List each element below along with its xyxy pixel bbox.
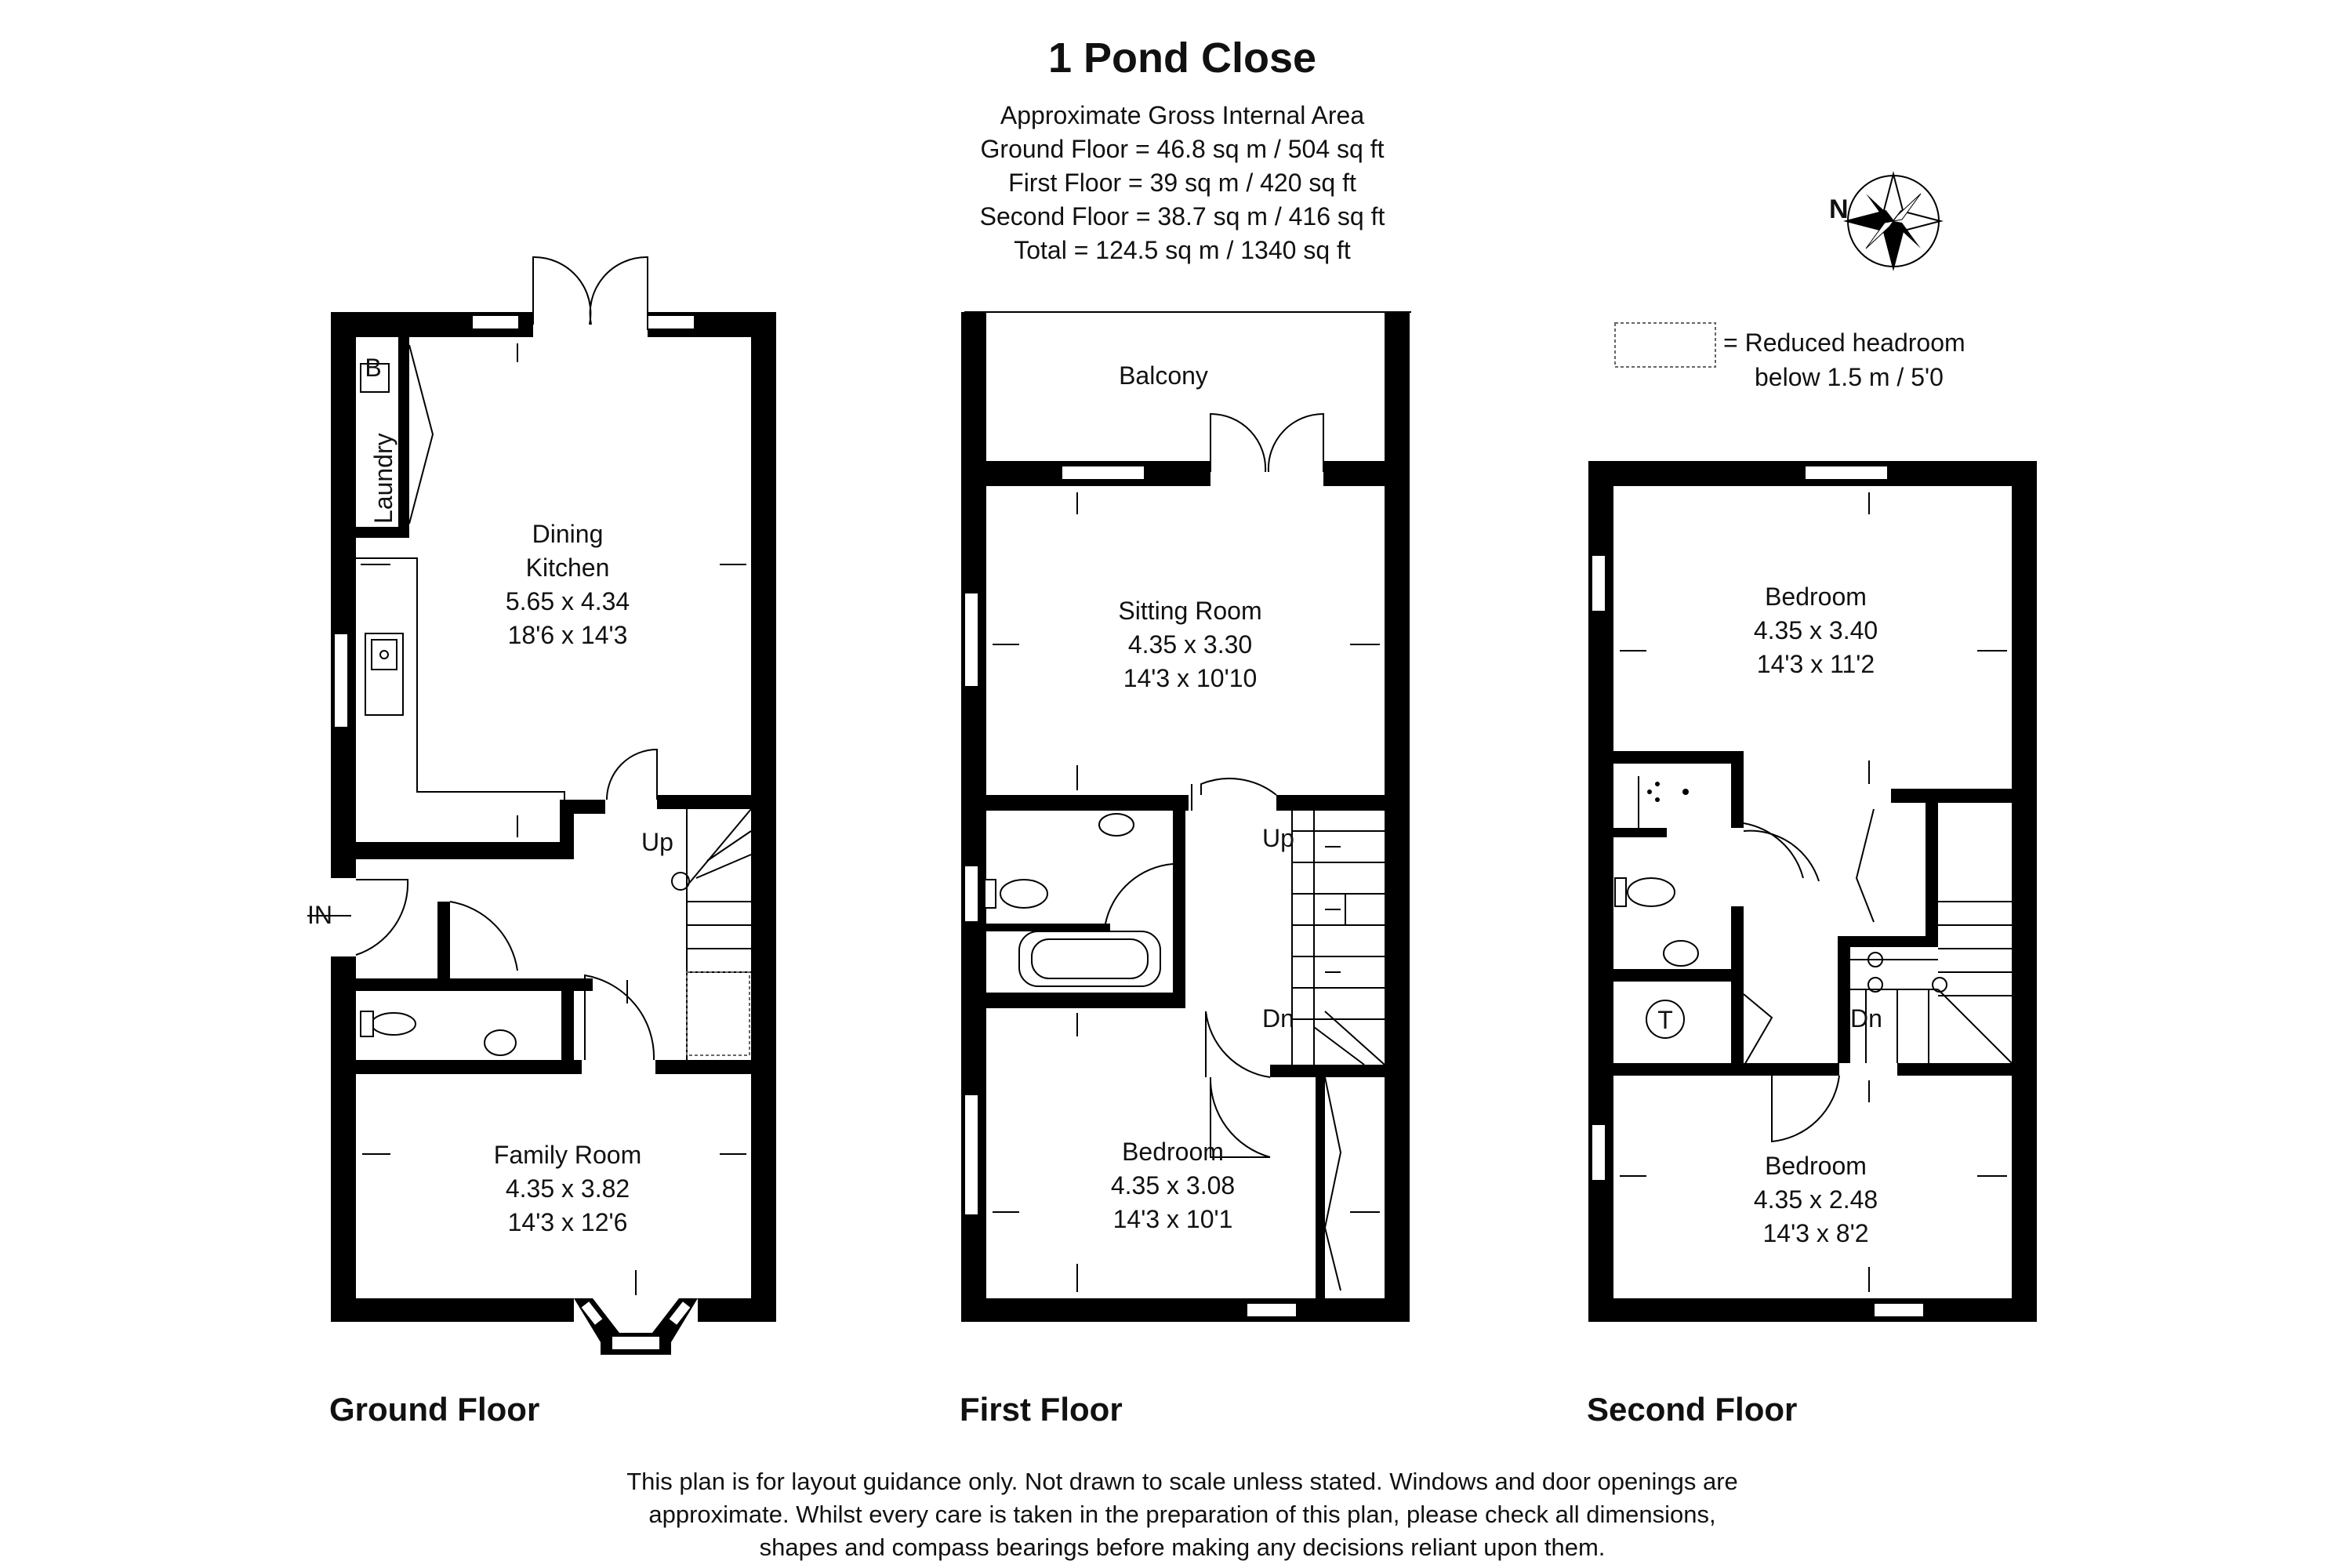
ground-floor-label: Ground Floor <box>329 1391 539 1428</box>
family-room-name: Family Room <box>494 1141 641 1169</box>
second-bedroom2-imperial: 14'3 x 8'2 <box>1763 1219 1869 1247</box>
family-room-imperial: 14'3 x 12'6 <box>508 1208 628 1236</box>
sitting-room-imperial: 14'3 x 10'10 <box>1123 664 1258 692</box>
first-floor-label: First Floor <box>960 1391 1123 1428</box>
legend-line2: below 1.5 m / 5'0 <box>1755 363 1944 391</box>
family-room-metric: 4.35 x 3.82 <box>506 1174 630 1203</box>
entrance-label: IN <box>307 901 332 929</box>
second-stairs-down-label: Dn <box>1850 1004 1882 1033</box>
area-ground: Ground Floor = 46.8 sq m / 504 sq ft <box>981 135 1385 163</box>
second-bedroom1-imperial: 14'3 x 11'2 <box>1757 650 1875 678</box>
ground-stairs-up-label: Up <box>641 828 673 856</box>
sitting-room-name: Sitting Room <box>1118 597 1261 625</box>
area-heading: Approximate Gross Internal Area <box>1000 101 1364 129</box>
first-bedroom-imperial: 14'3 x 10'1 <box>1113 1205 1233 1233</box>
dining-kitchen-metric: 5.65 x 4.34 <box>506 587 630 615</box>
sitting-room-metric: 4.35 x 3.30 <box>1128 630 1252 659</box>
first-stairs-down-label: Dn <box>1262 1004 1294 1033</box>
second-bedroom1-metric: 4.35 x 3.40 <box>1754 616 1878 644</box>
reduced-headroom-swatch <box>1614 322 1716 368</box>
disclaimer-line3: shapes and compass bearings before makin… <box>760 1534 1606 1561</box>
second-floor-label: Second Floor <box>1587 1391 1797 1428</box>
compass-north-label: N <box>1829 194 1849 224</box>
disclaimer-line1: This plan is for layout guidance only. N… <box>626 1468 1738 1495</box>
tank-mark: T <box>1657 1006 1673 1034</box>
second-bedroom1-name: Bedroom <box>1765 583 1867 611</box>
first-bedroom-metric: 4.35 x 3.08 <box>1111 1171 1235 1200</box>
plan-title: 1 Pond Close <box>1048 34 1316 82</box>
second-bedroom2-metric: 4.35 x 2.48 <box>1754 1185 1878 1214</box>
second-floor-plan <box>1588 461 2037 1322</box>
first-bedroom-name: Bedroom <box>1122 1138 1224 1166</box>
balcony-label: Balcony <box>1119 361 1208 390</box>
dining-kitchen-imperial: 18'6 x 14'3 <box>508 621 628 649</box>
laundry-label: Laundry <box>369 433 397 524</box>
first-stairs-up-label: Up <box>1262 824 1294 852</box>
area-second: Second Floor = 38.7 sq m / 416 sq ft <box>980 202 1385 230</box>
boiler-mark: B <box>365 354 381 382</box>
legend-line1: = Reduced headroom <box>1723 328 1965 357</box>
area-first: First Floor = 39 sq m / 420 sq ft <box>1008 169 1356 197</box>
dining-kitchen-name-1: Dining <box>532 520 604 548</box>
ground-floor-plan <box>307 256 776 1355</box>
area-total: Total = 124.5 sq m / 1340 sq ft <box>1014 236 1351 264</box>
second-bedroom2-name: Bedroom <box>1765 1152 1867 1180</box>
compass-icon <box>1843 171 1944 271</box>
first-floor-plan <box>961 311 1411 1322</box>
disclaimer-line2: approximate. Whilst every care is taken … <box>648 1501 1715 1528</box>
dining-kitchen-name-2: Kitchen <box>526 554 610 582</box>
